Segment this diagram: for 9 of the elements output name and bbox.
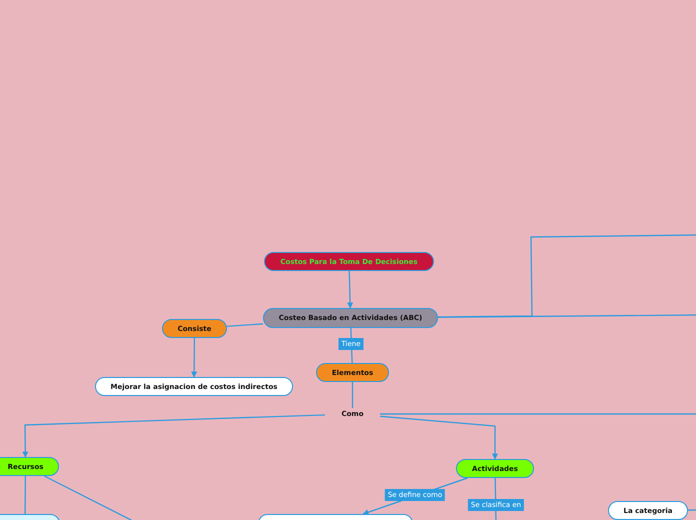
connector-line [438, 314, 696, 318]
connector-line [380, 416, 498, 460]
connector-line [191, 338, 198, 378]
connector-line [24, 476, 26, 514]
connector-line [380, 413, 696, 415]
connector-line [22, 414, 326, 458]
connector-line [347, 270, 354, 309]
connector-line [352, 382, 354, 408]
connector-line [226, 323, 264, 327]
